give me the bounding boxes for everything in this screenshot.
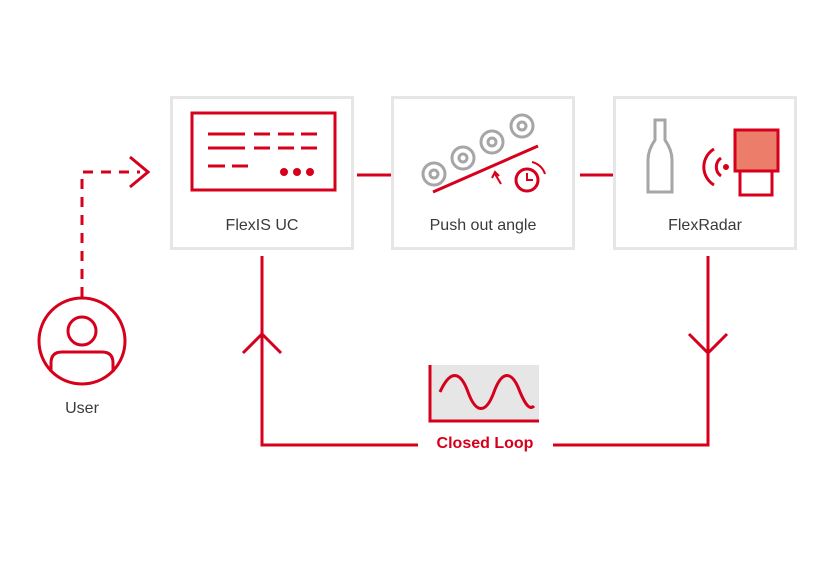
- loop-down-arrowhead: [687, 332, 729, 356]
- waveform-icon: [428, 365, 539, 423]
- roller-conveyor-timer-icon: [421, 113, 546, 194]
- flexis-uc-node: FlexIS UC: [170, 96, 354, 250]
- loop-line-right: [553, 256, 710, 447]
- push-out-angle-node: Push out angle: [391, 96, 575, 250]
- loop-up-arrowhead: [241, 331, 283, 355]
- push-out-angle-label: Push out angle: [429, 217, 537, 234]
- user-arrowhead: [129, 155, 151, 189]
- control-panel-icon: [190, 111, 337, 192]
- user-icon: [37, 296, 127, 386]
- flexradar-node: FlexRadar: [613, 96, 797, 250]
- user-label: User: [65, 400, 99, 417]
- flexradar-label: FlexRadar: [668, 217, 742, 234]
- loop-line-left: [260, 256, 418, 447]
- closed-loop-label: Closed Loop: [420, 435, 550, 453]
- radar-waves-icon: [702, 147, 722, 187]
- flexis-uc-label: FlexIS UC: [225, 217, 299, 234]
- bottle-radar-icon: [646, 118, 780, 197]
- bottle-icon: [646, 118, 674, 194]
- user-dashed-connector: [80, 170, 140, 297]
